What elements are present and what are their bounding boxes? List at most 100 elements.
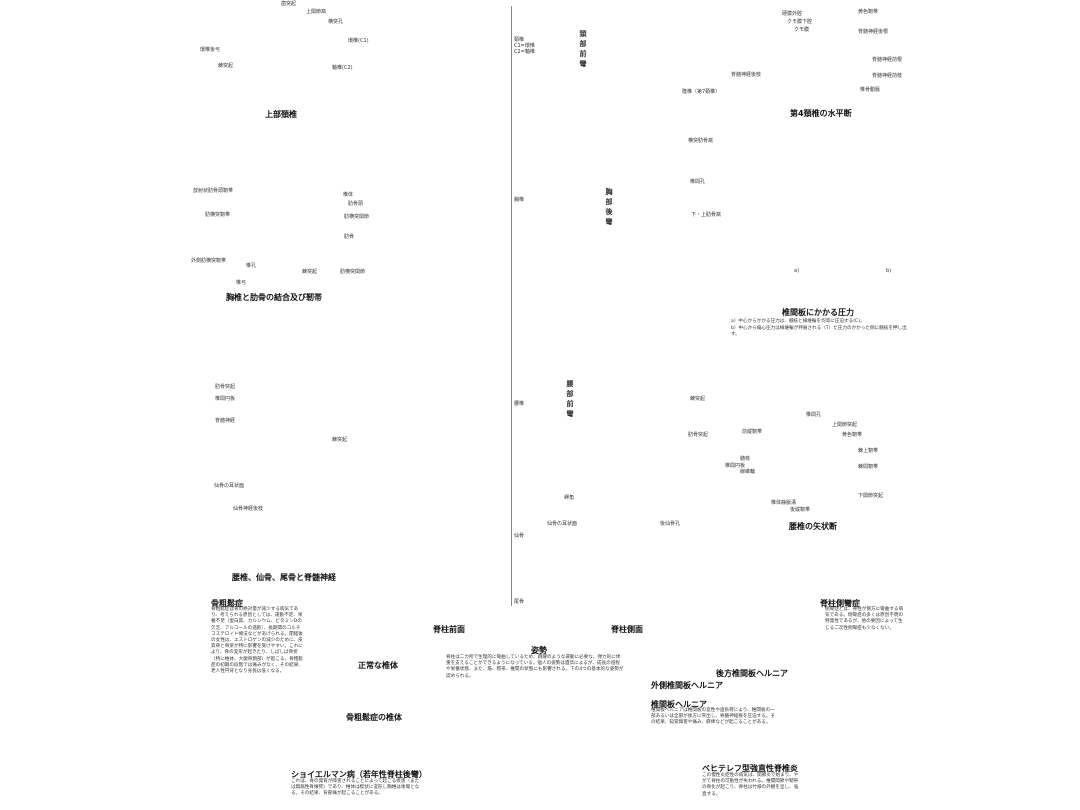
scoliosis-title: 脊柱側彎症 <box>820 599 860 608</box>
side-spinous-process <box>611 186 630 200</box>
label-sag-flavum: 黄色靭帯 <box>842 432 863 438</box>
side-label-promontory: 岬角 <box>564 495 575 501</box>
front-process-c6 <box>420 90 474 100</box>
label-posterior-arch: 環椎後弓 <box>200 47 221 53</box>
front-disc-t7 <box>426 263 468 268</box>
label-costotransverse-joint-1: 肋横突関節 <box>344 214 370 220</box>
side-label-intervertebral-foramen: 椎間孔 <box>690 179 706 185</box>
front-disc-t9 <box>425 303 469 308</box>
side-disc <box>618 347 639 360</box>
front-process-t4 <box>410 191 484 200</box>
label-auricular-surface: 仙骨の耳状面 <box>214 483 245 489</box>
side-spinous-process <box>624 269 644 278</box>
front-disc-t10 <box>424 323 470 328</box>
hernia-title: 椎間板ヘルニア <box>651 700 707 709</box>
front-region-note-cervical: 頚椎 <box>514 37 525 43</box>
front-process-l3 <box>407 413 487 422</box>
side-spinous-process <box>567 434 587 441</box>
front-process-t7 <box>408 252 486 261</box>
lumbar-sacral-caption: 腰椎、仙骨、尾骨と脊髄神経 <box>232 573 336 582</box>
label-vertebral-artery: 椎骨動脈 <box>860 87 881 93</box>
label-ventral-ramus: 脊髄神経前枝 <box>872 73 903 79</box>
front-vertebra-label-t12: T12 <box>441 353 453 360</box>
front-disc-t4 <box>429 202 465 207</box>
side-spinous-process <box>612 328 631 336</box>
hernia-body: 椎間板ヘルニアは椎間板の変性や過負荷により、椎間板の一部あるいは全部が後方に突出… <box>651 708 776 726</box>
front-process-t6 <box>409 232 485 241</box>
label-dens: 歯突起 <box>281 1 297 7</box>
label-transverse-foramen: 横突孔 <box>328 19 344 25</box>
side-disc <box>595 27 617 35</box>
front-disc-c3 <box>435 41 459 46</box>
front-vertebra-label-l5: L5 <box>443 453 451 460</box>
label-vertebral-foramen: 椎孔 <box>246 263 257 269</box>
normal-vertebra-caption: 正常な椎体 <box>358 661 398 670</box>
front-region-bracket <box>511 6 512 606</box>
label-epidural-space: 硬膜外腔 <box>782 11 803 17</box>
front-process-t8 <box>407 272 487 281</box>
side-disc <box>592 72 615 79</box>
front-disc-l1 <box>422 384 472 389</box>
front-vertebra-label-t5: T5 <box>443 211 451 218</box>
side-spinous-process <box>582 101 601 114</box>
side-label-costal-facets: 下・上肋骨窩 <box>691 212 722 218</box>
label-sag-anterior-ligament: 前縦靭帯 <box>742 429 763 435</box>
label-atlas: 環椎(C1) <box>348 38 369 44</box>
posture-figure <box>503 692 524 810</box>
side-label-transverse-costal: 横突肋骨窩 <box>688 138 714 144</box>
side-spinous-process <box>603 165 622 179</box>
front-disc-l3 <box>420 424 474 429</box>
bechterew-body: この慢性炎症性の病気は、関節炎で始まり、やがて脊柱の可動性が失われる。椎間関節や… <box>702 773 799 797</box>
label-axis: 軸椎(C2) <box>332 65 353 71</box>
side-disc <box>592 51 615 56</box>
front-disc-c7 <box>432 122 462 127</box>
side-spinous-process <box>565 457 585 466</box>
side-region-lumbar: 腰部前彎 <box>566 380 574 420</box>
label-costotransverse-ligament: 肋横突靭帯 <box>205 212 231 218</box>
side-spinous-process <box>567 482 587 494</box>
front-vertebra-label-t8: T8 <box>443 272 451 279</box>
hernia-lateral-caption: 外側椎間板ヘルニア <box>651 681 723 690</box>
label-radiate-ligament: 放射状肋骨頭靭帯 <box>193 188 234 194</box>
front-process-t3 <box>411 171 483 180</box>
front-disc-l4 <box>419 444 475 449</box>
scheuermann-body: これは、骨の発育が障害されることによって起こる疾患（または無腐性骨壊死）であり、… <box>291 779 420 797</box>
front-vertebra-label-c7: C7 <box>443 110 451 117</box>
side-disc <box>582 474 605 483</box>
front-process-t1 <box>413 131 481 140</box>
front-vertebra-label-t6: T6 <box>443 232 451 238</box>
label-sag-posterior-ligament: 後縦靭帯 <box>790 507 811 513</box>
label-sag-supraspinous: 棘上靭帯 <box>858 448 879 454</box>
c4-section-caption: 第4頚椎の水平断 <box>790 109 852 118</box>
front-process-c4 <box>421 50 473 59</box>
scheuermann-title: ショイエルマン病（若年性脊柱後彎） <box>291 770 427 779</box>
side-disc <box>639 287 661 295</box>
side-disc <box>626 328 648 339</box>
posture-figure <box>453 692 472 810</box>
label-arachnoid: クモ膜 <box>794 27 810 33</box>
front-disc-l2 <box>421 404 473 409</box>
lumbar-sagittal-caption: 腰椎の矢状断 <box>789 522 837 531</box>
side-disc <box>595 386 617 398</box>
label-dorsal-ramus: 脊髄神経後枝 <box>731 72 762 78</box>
disc-pressure-note-b: b）中心から偏心圧力は線維輪が伸展される（T）た圧力のかかった側に髄核を押し出す… <box>731 326 907 338</box>
front-vertebra-label-c5: C5 <box>443 70 451 77</box>
side-label-spinous: 棘突起 <box>690 396 706 402</box>
front-vertebra-label-c6: C6 <box>443 90 451 97</box>
label-intervertebral-disc: 椎間円板 <box>215 396 236 402</box>
front-process-l4 <box>406 433 488 443</box>
front-process-t9 <box>407 292 487 301</box>
label-sag-annulus: 線維輪 <box>740 469 756 475</box>
osteoporosis-body: 骨粗鬆症は骨の絶対量が減少する病気であり、考えられる原因としては、運動不足、栄養… <box>211 607 303 675</box>
front-disc-c4 <box>434 61 460 66</box>
label-sacral-posterior-branch: 仙骨神経後枝 <box>233 506 264 512</box>
spine-side-caption: 脊柱側面 <box>611 625 643 634</box>
side-region-thoracic: 胸部後彎 <box>605 188 613 228</box>
side-spinous-process <box>594 364 612 374</box>
side-spinous-process <box>576 54 596 62</box>
posture-figure <box>605 692 628 810</box>
label-sag-interspinous: 棘間靭帯 <box>858 464 879 470</box>
front-vertebra-label-l4: L4 <box>443 433 451 440</box>
side-disc <box>603 114 626 124</box>
front-vertebra-label-t2: T2 <box>443 151 451 158</box>
